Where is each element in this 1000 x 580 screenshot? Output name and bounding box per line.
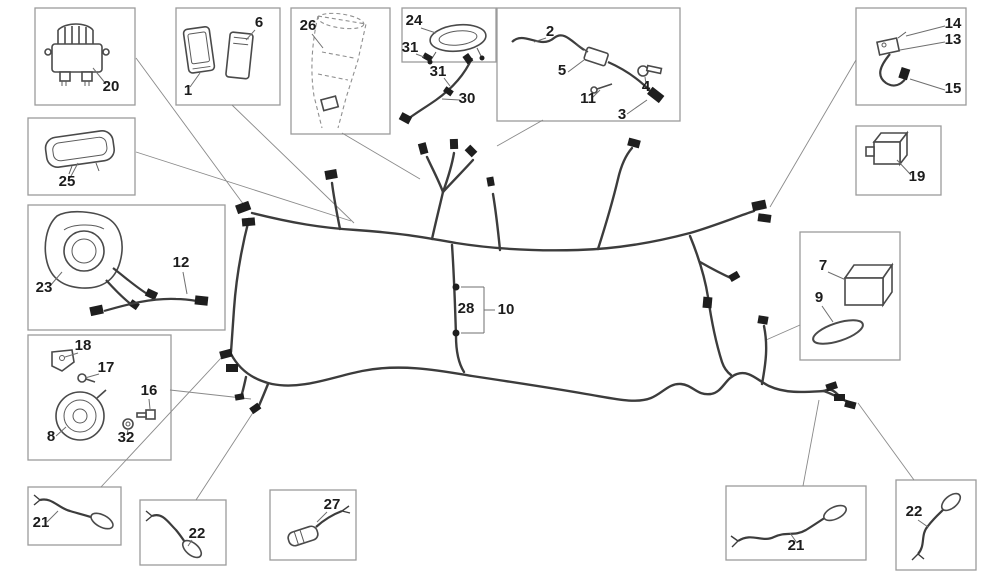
callout-8: 8 (47, 428, 55, 445)
ecu-illustration (182, 25, 254, 80)
reference-dot-upper (452, 283, 460, 291)
callout-19: 19 (909, 168, 926, 185)
callout-1: 1 (184, 82, 192, 99)
callout-26: 26 (300, 17, 317, 34)
callout-10: 10 (498, 301, 515, 318)
callout-9: 9 (815, 289, 823, 306)
taillight-illustration (427, 23, 487, 65)
horn-illustration (51, 349, 156, 441)
callout-14: 14 (945, 15, 962, 32)
callout-2: 2 (546, 23, 554, 40)
headlight-lead-wire (89, 295, 209, 317)
turn-signal-fl2-illustration (145, 510, 203, 559)
sensor-illustration (876, 31, 911, 87)
callout-5: 5 (558, 62, 566, 79)
callout-32: 32 (118, 429, 135, 446)
inset-box-switch27 (269, 489, 357, 561)
turn-signal-r2-illustration (911, 492, 962, 561)
flasher-illustration (865, 130, 909, 167)
callout-21b: 21 (788, 537, 805, 554)
callout-27: 27 (324, 496, 341, 513)
callout-21a: 21 (33, 514, 50, 531)
brake-switch-illustration (511, 34, 665, 104)
inset-box-signal-r2 (895, 479, 977, 571)
callout-25: 25 (59, 173, 76, 190)
callout-18: 18 (75, 337, 92, 354)
regulator-illustration (44, 23, 110, 86)
callout-4: 4 (642, 78, 651, 95)
turn-signal-r-illustration (730, 504, 847, 548)
cluster-illustration (44, 130, 115, 175)
inset-boxes (27, 7, 977, 571)
callout-20: 20 (103, 78, 120, 95)
callout-3: 3 (618, 106, 626, 123)
main-wiring-harness (219, 137, 857, 415)
callout-30: 30 (459, 90, 476, 107)
inset-box-sensor (855, 7, 967, 106)
harness-connectors (219, 137, 857, 415)
callout-16: 16 (141, 382, 158, 399)
harness-reference-points (452, 283, 495, 337)
headlight-illustration (44, 210, 159, 311)
callout-12: 12 (173, 254, 190, 271)
callout-22b: 22 (906, 503, 923, 520)
inset-box-brake-switch (496, 7, 681, 122)
callout-17: 17 (98, 359, 115, 376)
taillight-lead-wire (398, 52, 474, 125)
callout-28: 28 (458, 300, 475, 317)
switch27-illustration (287, 505, 351, 547)
inset-box-signal-fl2 (139, 499, 227, 566)
frame-illustration (311, 12, 367, 129)
callout-6: 6 (255, 14, 263, 31)
callout-7: 7 (819, 257, 827, 274)
inset-box-signal-r (725, 485, 867, 561)
callout-22a: 22 (189, 525, 206, 542)
callout-11: 11 (580, 90, 596, 107)
callout-31a: 31 (402, 39, 419, 56)
unit7-illustration (812, 262, 894, 345)
callout-31b: 31 (430, 63, 447, 80)
inset-box-frame (290, 7, 391, 135)
turn-signal-fl-illustration (33, 494, 114, 530)
callout-13: 13 (945, 31, 962, 48)
box-leader-lines (100, 57, 915, 501)
reference-dot-lower (452, 329, 460, 337)
callout-labels: 20 1 6 26 24 31 31 30 2 5 11 4 3 14 13 1… (33, 12, 962, 554)
callout-leader-lines (46, 25, 946, 547)
callout-24: 24 (406, 12, 423, 29)
callout-23: 23 (36, 279, 53, 296)
callout-15: 15 (945, 80, 962, 97)
